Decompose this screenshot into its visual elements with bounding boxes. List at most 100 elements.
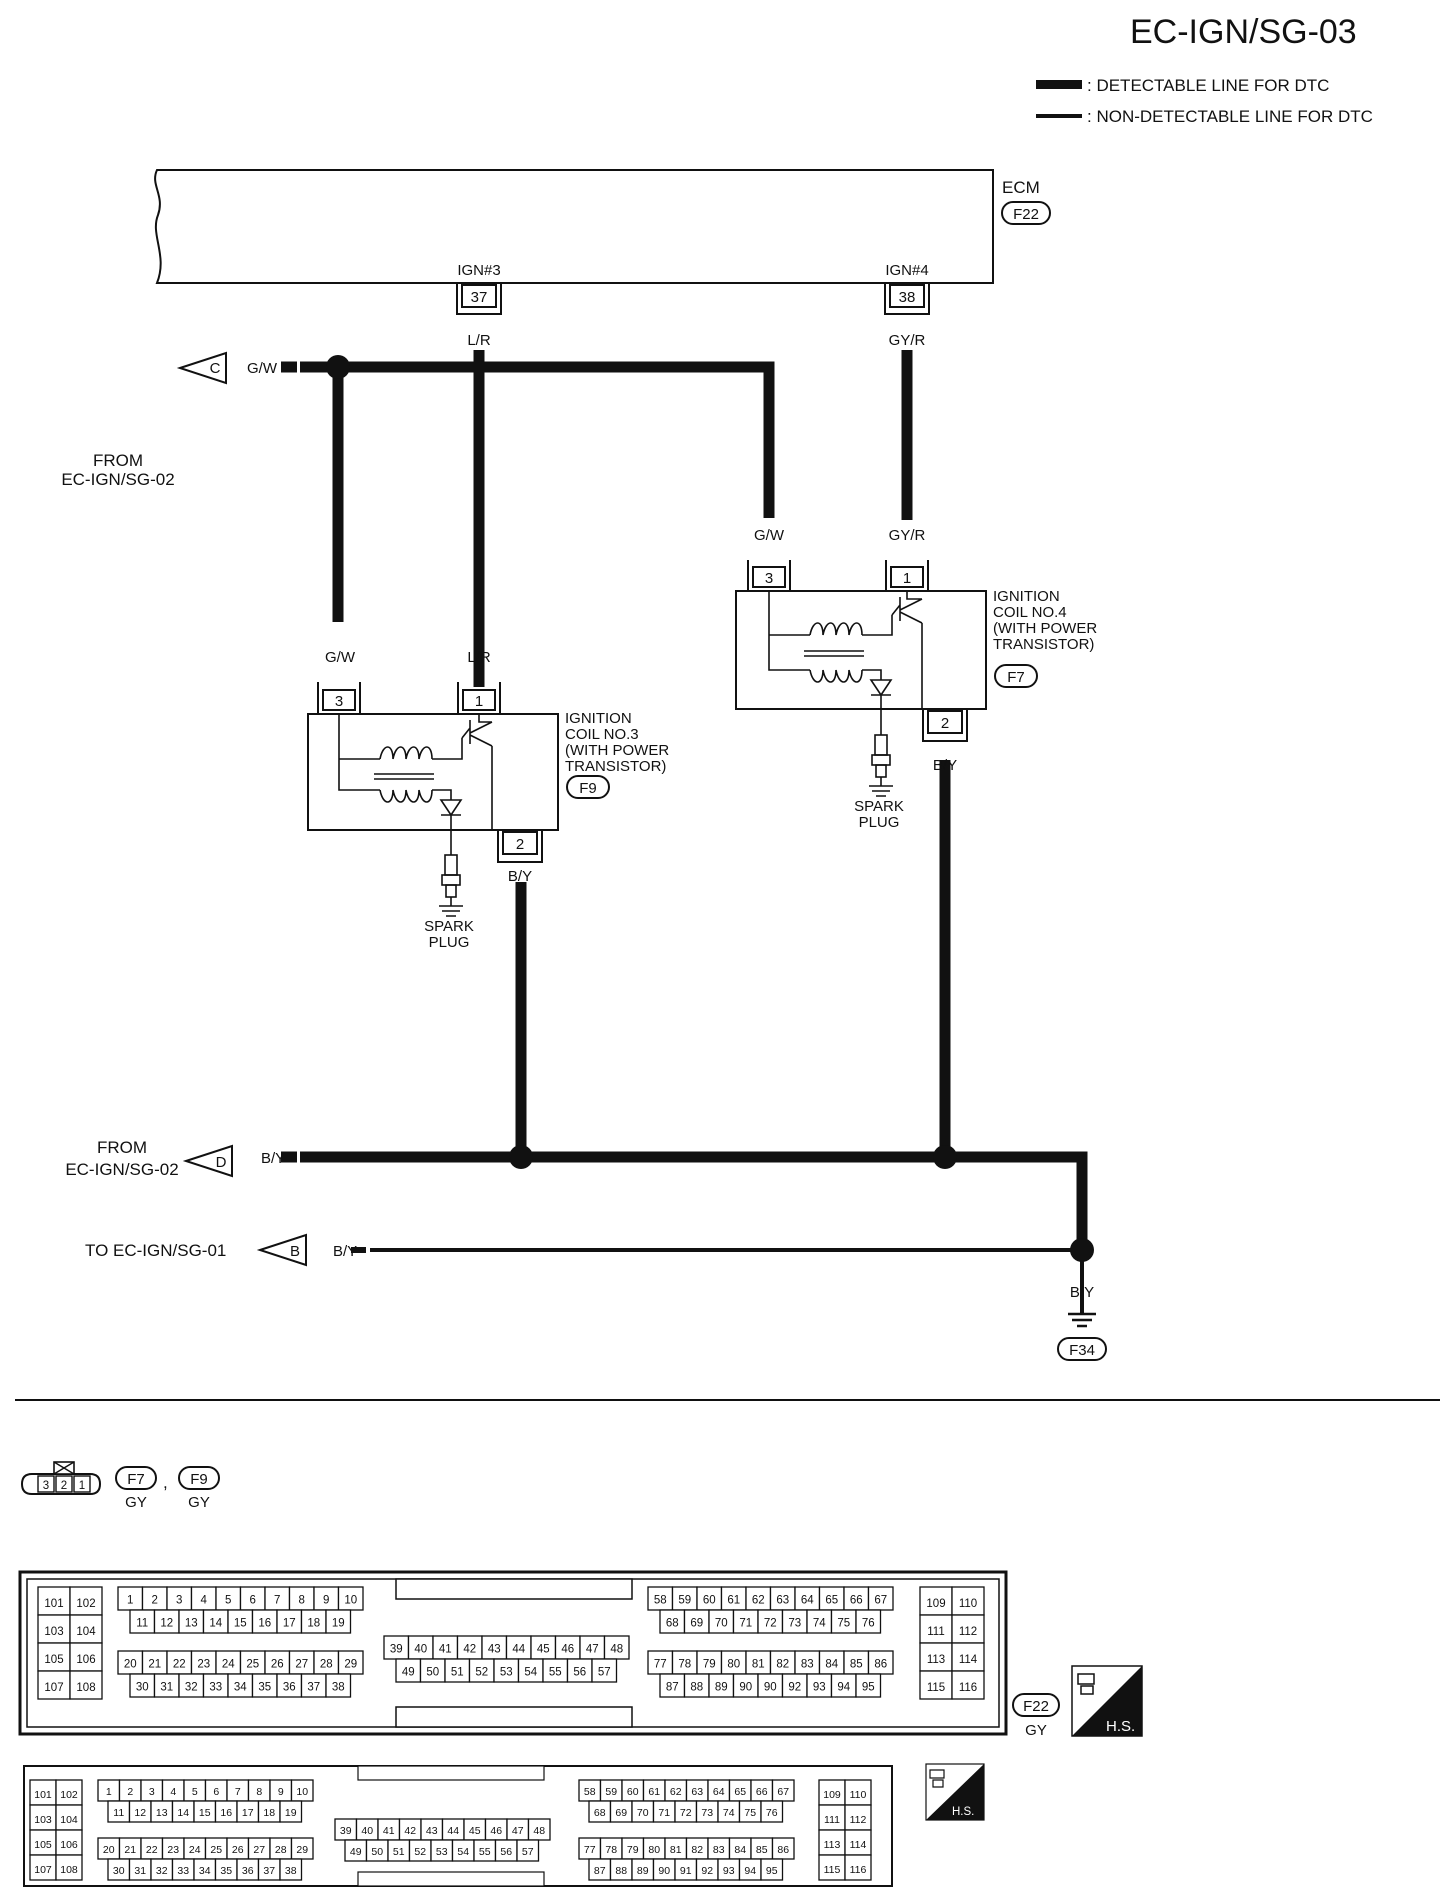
connector-pin-cell — [919, 1614, 953, 1644]
connector-pin-number: 57 — [522, 1846, 534, 1858]
connector-pin-number: 80 — [727, 1659, 740, 1671]
connector-pin-number: 33 — [177, 1865, 189, 1877]
connector-pin-cell — [279, 1858, 303, 1881]
connector-pin-number: 75 — [837, 1618, 850, 1630]
wire-gw-from-c — [300, 361, 775, 518]
connector-pin-cell — [760, 1858, 784, 1881]
connector-pin-cell — [818, 1804, 846, 1831]
coil3-pin2-box — [502, 831, 538, 855]
connector-pin-number: 7 — [274, 1595, 280, 1607]
connector-pin-cell — [844, 1779, 872, 1806]
connector-pin-number: 12 — [134, 1807, 146, 1819]
from-d-wire: B/Y — [261, 1150, 285, 1167]
ecm-box — [154, 169, 994, 284]
connector-pin-number: 113 — [824, 1839, 841, 1851]
connector-pin-number: 50 — [371, 1846, 383, 1858]
coil3-pin3: 3 — [335, 693, 343, 710]
to-b-letter: B — [290, 1243, 300, 1260]
connector-pin-number: 50 — [426, 1667, 439, 1679]
connector-pin-number: 16 — [258, 1618, 271, 1630]
connector-pin-number: 115 — [927, 1682, 945, 1694]
connector-pin-number: 74 — [813, 1618, 826, 1630]
ground-wire-label: B/Y — [1070, 1284, 1094, 1301]
connector-pin-number: 69 — [615, 1807, 627, 1819]
connector-pin-number: 89 — [637, 1865, 649, 1877]
connector-pin-number: 23 — [197, 1659, 210, 1671]
coil-view-f9: F9 — [190, 1471, 208, 1488]
connector-pin-number: 52 — [414, 1846, 426, 1858]
coil3-pin1-box — [462, 689, 496, 711]
connector-pin-number: 1 — [106, 1786, 112, 1798]
legend-thick-swatch — [1036, 80, 1082, 89]
connector-pin-number: 73 — [788, 1618, 801, 1630]
connector-pin-number: 66 — [850, 1595, 863, 1607]
connector-pin-number: 46 — [561, 1644, 574, 1656]
connector-pin-number: 15 — [234, 1618, 247, 1630]
connector-pin-number: 75 — [744, 1807, 756, 1819]
connector-pin-number: 72 — [764, 1618, 777, 1630]
connector-pin-number: 54 — [524, 1667, 537, 1679]
connector-pin-cell — [818, 1829, 846, 1856]
connector-pin-number: 112 — [959, 1626, 977, 1638]
coil4-wire3-label: G/W — [754, 527, 785, 544]
from-c-letter: C — [210, 360, 221, 377]
ecm-pin-37-number: 37 — [471, 289, 488, 306]
connector-pin-cell — [37, 1586, 71, 1616]
connector-pin-number: 17 — [283, 1618, 296, 1630]
ecm-pin-37-name: IGN#3 — [457, 262, 500, 279]
connector-pin-number: 84 — [825, 1659, 838, 1671]
connector-pin-number: 71 — [739, 1618, 752, 1630]
connector-pin-number: 47 — [512, 1825, 524, 1837]
hs-icon-small: H.S. — [925, 1763, 985, 1821]
connector-pin-number: 54 — [457, 1846, 469, 1858]
connector-pin-number: 61 — [727, 1595, 740, 1607]
connector-pin-number: 26 — [271, 1659, 284, 1671]
connector-pin-number: 6 — [213, 1786, 219, 1798]
connector-pin-number: 49 — [350, 1846, 362, 1858]
ecm-pin-38-name: IGN#4 — [885, 262, 928, 279]
connector-pin-number: 73 — [701, 1807, 713, 1819]
connector-pin-number: 79 — [703, 1659, 716, 1671]
coil3-name-1: IGNITION — [565, 710, 632, 727]
connector-pin-number: 87 — [666, 1682, 679, 1694]
connector-pin-number: 105 — [44, 1654, 63, 1666]
connector-pin-number: 48 — [610, 1644, 623, 1656]
coil4-spark-plug-icon — [869, 734, 893, 797]
connector-pin-number: 60 — [627, 1786, 639, 1798]
connector-pin-number: 15 — [199, 1807, 211, 1819]
connector-pin-cell — [325, 1609, 352, 1634]
connector-pin-number: 85 — [850, 1659, 863, 1671]
connector-pin-number: 55 — [549, 1667, 562, 1679]
connector-pin-number: 29 — [344, 1659, 357, 1671]
connector-pin-number: 16 — [220, 1807, 232, 1819]
coil3-wire1-label: L/R — [467, 649, 491, 666]
coil-view-f7-color: GY — [125, 1494, 147, 1511]
connector-pin-number: 20 — [103, 1844, 115, 1856]
connector-pin-number: 114 — [850, 1839, 867, 1851]
legend-thin-swatch — [1036, 114, 1082, 118]
connector-pin-number: 102 — [76, 1598, 95, 1610]
coil-view-f7: F7 — [127, 1471, 145, 1488]
connector-pin-number: 68 — [594, 1807, 606, 1819]
connector-pin-number: 29 — [296, 1844, 308, 1856]
connector-pin-number: 60 — [703, 1595, 716, 1607]
connector-pin-number: 17 — [242, 1807, 254, 1819]
coil4-box — [735, 590, 987, 710]
coil-connector-face: 3 2 1 — [20, 1461, 102, 1495]
connector-pin-number: 95 — [862, 1682, 875, 1694]
connector-pin-cell — [951, 1670, 985, 1700]
connector-pin-number: 77 — [654, 1659, 667, 1671]
connector-pin-number: 55 — [479, 1846, 491, 1858]
connector-pin-cell — [527, 1818, 551, 1841]
coil-view-f7-badge — [115, 1466, 157, 1490]
connector-pin-cell — [37, 1670, 71, 1700]
junction-dot-by-ground — [1070, 1238, 1094, 1262]
coil3-spark-line1: SPARK — [424, 918, 474, 935]
connector-pin-number: 43 — [426, 1825, 438, 1837]
coil4-name-4: TRANSISTOR) — [993, 636, 1094, 653]
connector-pin-number: 108 — [60, 1864, 78, 1876]
connector-pin-cell — [818, 1779, 846, 1806]
connector-pin-number: 18 — [307, 1618, 320, 1630]
coil4-pin2-bracket — [922, 709, 968, 742]
